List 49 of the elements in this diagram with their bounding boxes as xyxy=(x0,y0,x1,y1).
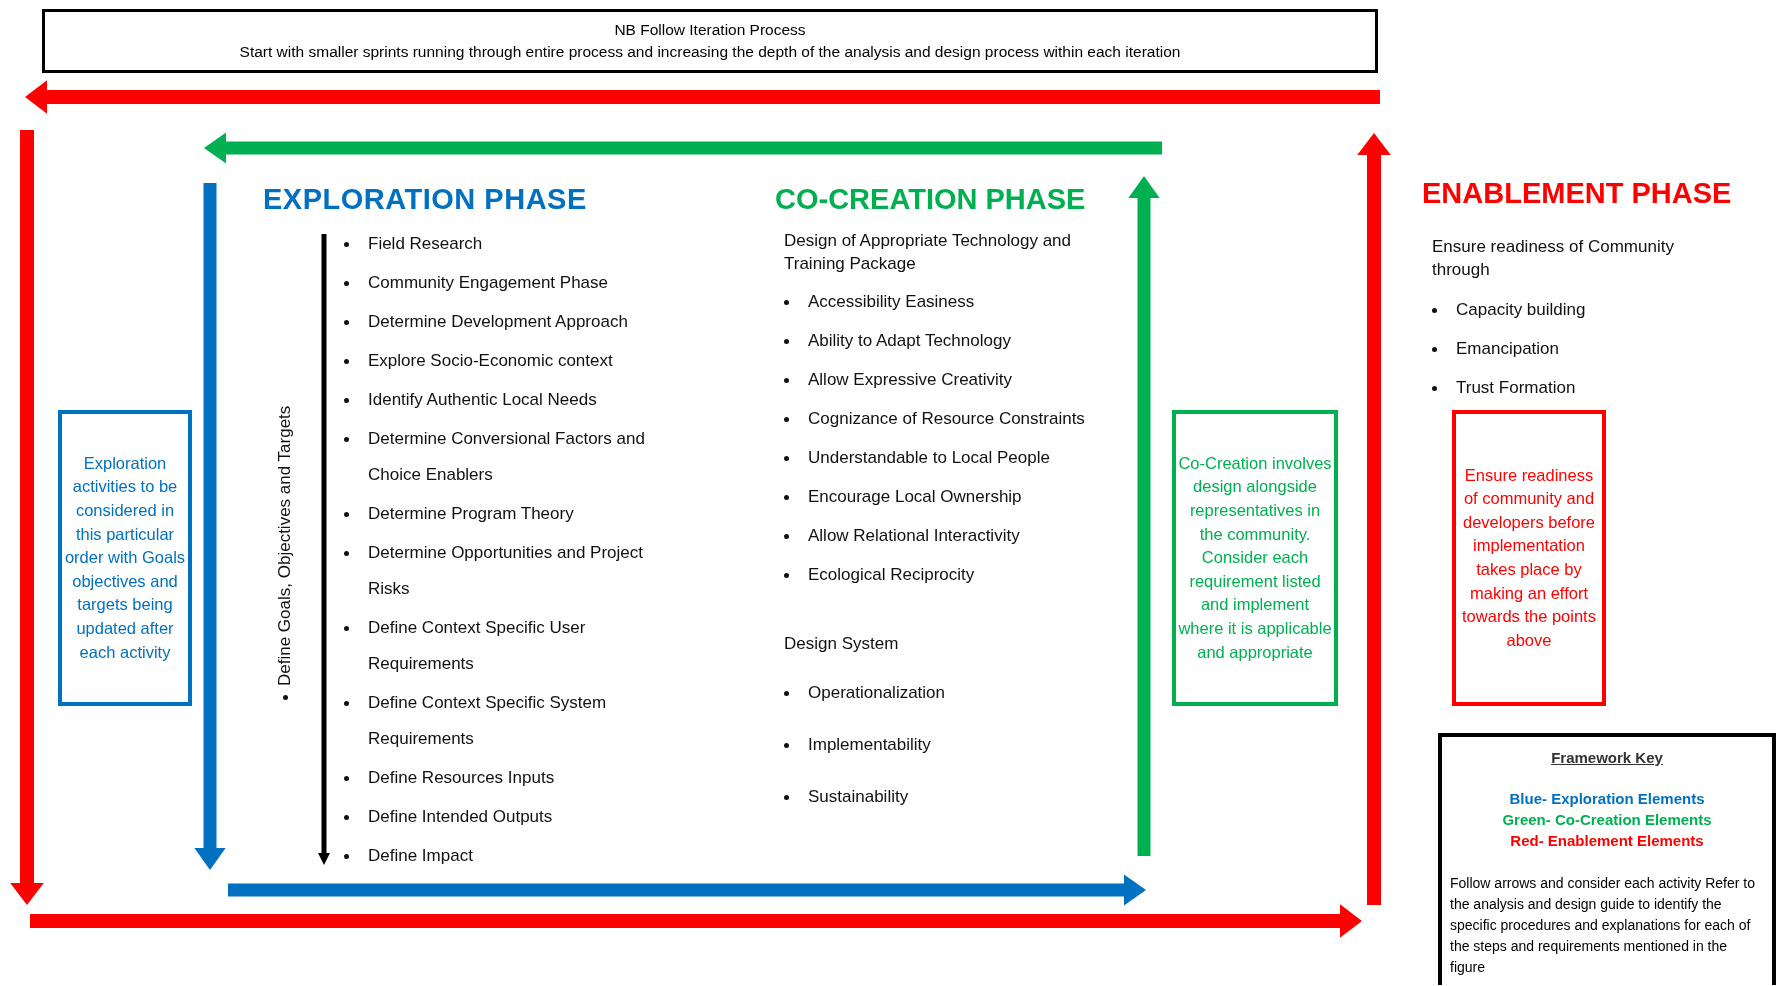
section-heading: Design System xyxy=(784,633,899,655)
vertical-label: Define Goals, Objectives and Targets xyxy=(274,405,296,686)
phase-heading: CO-CREATION PHASE xyxy=(775,182,1086,217)
list-item: Define Context Specific System Requirements xyxy=(368,692,608,750)
list-item: Identify Authentic Local Needs xyxy=(368,389,598,411)
list-item: Ability to Adapt Technology xyxy=(808,330,1012,352)
note-box xyxy=(1452,410,1606,706)
phase-heading: ENABLEMENT PHASE xyxy=(1422,176,1732,211)
key-title: Framework Key xyxy=(1551,748,1663,768)
section-heading: Design of Appropriate Technology and Training Package xyxy=(784,230,1072,275)
list-item: Determine Program Theory xyxy=(368,503,575,525)
list-item: Define Intended Outputs xyxy=(368,806,554,828)
list-item: Determine Development Approach xyxy=(368,311,629,333)
list-item: Sustainability xyxy=(808,786,910,808)
section-heading: Ensure readiness of Community through xyxy=(1432,236,1675,281)
list-item: Accessibility Easiness xyxy=(808,291,976,313)
list-item: Allow Expressive Creativity xyxy=(808,369,1014,391)
list-item: Emancipation xyxy=(1456,338,1560,360)
key-entry: Green- Co-Creation Elements xyxy=(1502,809,1712,830)
list-item: Understandable to Local People xyxy=(808,447,1051,469)
note-box xyxy=(1172,410,1338,706)
note-text: Exploration activities to be considered in this particular order with Goals objectives and targets being updated after each activity xyxy=(64,452,186,663)
list-item: Define Context Specific User Requirements xyxy=(368,617,587,675)
key-box xyxy=(1438,733,1776,985)
note-box xyxy=(58,410,192,706)
list-item: Field Research xyxy=(368,233,484,255)
list-item: Explore Socio-Economic context xyxy=(368,350,614,372)
list-item: Trust Formation xyxy=(1456,377,1577,399)
list-item: Allow Relational Interactivity xyxy=(808,525,1021,547)
note-box xyxy=(42,9,1378,73)
key-entry: Red- Enablement Elements xyxy=(1510,830,1704,851)
list-item: Community Engagement Phase xyxy=(368,272,610,294)
phase-heading: EXPLORATION PHASE xyxy=(263,182,587,217)
list-item: Encourage Local Ownership xyxy=(808,486,1023,508)
list-item: Ecological Reciprocity xyxy=(808,564,976,586)
key-note: Follow arrows and consider each activity Refer to the analysis and design guide to identify the specific procedures and explanations for each of the steps and requirements mentioned in the figure xyxy=(1450,873,1757,977)
note-text: Ensure readiness of community and developers before implementation takes place by making an effort towards the points above xyxy=(1461,464,1597,651)
list-item: Operationalization xyxy=(808,682,947,704)
key-entry: Blue- Exploration Elements xyxy=(1509,788,1705,809)
list-item: Determine Conversional Factors and Choice Enablers xyxy=(368,428,646,486)
note-title: NB Follow Iteration Process xyxy=(614,20,806,40)
list-item: Define Impact xyxy=(368,845,474,867)
list-item: Capacity building xyxy=(1456,299,1587,321)
note-text: Start with smaller sprints running through entire process and increasing the depth of the analysis and design process within each iteration xyxy=(239,42,1181,62)
list-item: Determine Opportunities and Project Risks xyxy=(368,542,644,600)
list-item: Implementability xyxy=(808,734,932,756)
note-text: Co-Creation involves design alongside representatives in the community. Consider each requirement listed and implement where it is applicable and appropriate xyxy=(1178,452,1332,663)
list-item: Cognizance of Resource Constraints xyxy=(808,408,1086,430)
list-item: Define Resources Inputs xyxy=(368,767,556,789)
